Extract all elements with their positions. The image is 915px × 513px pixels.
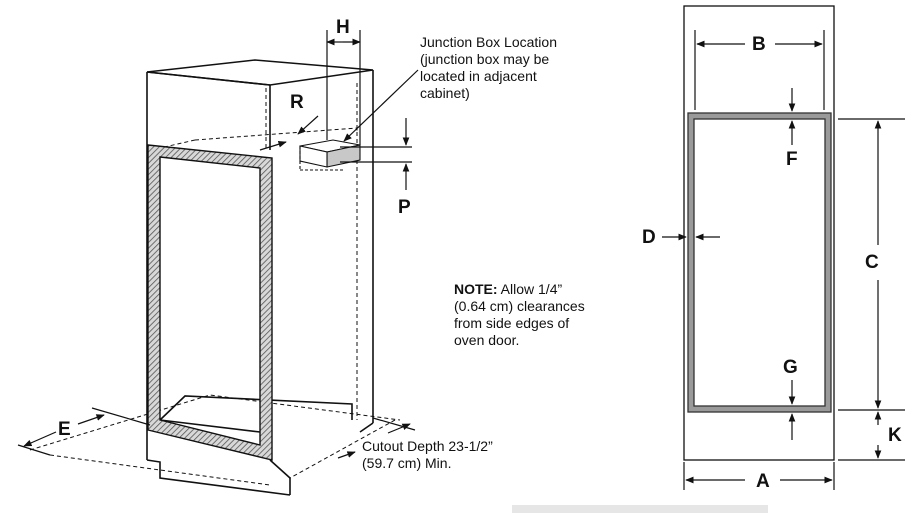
cabinet-opening-floor xyxy=(159,395,353,421)
dim-r-arrow xyxy=(297,115,319,135)
junction-box-note: Junction Box Location (junction box may … xyxy=(420,34,557,101)
left-dimension-lines xyxy=(17,30,419,459)
label-c: C xyxy=(865,252,879,273)
label-p: P xyxy=(398,197,411,218)
cutout-depth-arrow-bottom xyxy=(337,451,356,459)
label-h: H xyxy=(336,17,350,38)
cabinet-base xyxy=(146,459,291,496)
cabinet-front-top-edge xyxy=(146,71,271,86)
junction-box xyxy=(299,139,361,171)
hidden-lines xyxy=(29,83,401,486)
cutout-depth-arrow-top xyxy=(387,423,411,434)
redaction-bar xyxy=(512,505,768,513)
label-r: R xyxy=(290,92,304,113)
clearance-note: NOTE: Allow 1/4” (0.64 cm) clearances fr… xyxy=(454,281,594,349)
junction-leader-arrow xyxy=(343,69,419,142)
cabinet-cutout-frame xyxy=(147,144,273,461)
note-text: Allow 1/4” (0.64 cm) clearances from sid… xyxy=(454,281,585,348)
dim-e-arrow-right xyxy=(77,414,105,425)
front-view xyxy=(683,5,835,461)
right-dimension-lines xyxy=(662,30,905,490)
front-view-cutout-opening xyxy=(693,118,826,407)
label-k: K xyxy=(888,425,902,446)
label-e: E xyxy=(58,419,71,440)
label-a: A xyxy=(756,471,770,492)
label-g: G xyxy=(783,357,798,378)
cutout-depth-note: Cutout Depth 23-1/2” (59.7 cm) Min. xyxy=(362,438,493,471)
cabinet-perspective xyxy=(146,59,374,496)
label-b: B xyxy=(752,34,766,55)
label-d: D xyxy=(642,227,656,248)
cabinet-top xyxy=(146,59,374,86)
dim-e-arrow-left xyxy=(23,431,57,447)
note-prefix: NOTE: xyxy=(454,281,498,297)
label-f: F xyxy=(786,149,798,170)
